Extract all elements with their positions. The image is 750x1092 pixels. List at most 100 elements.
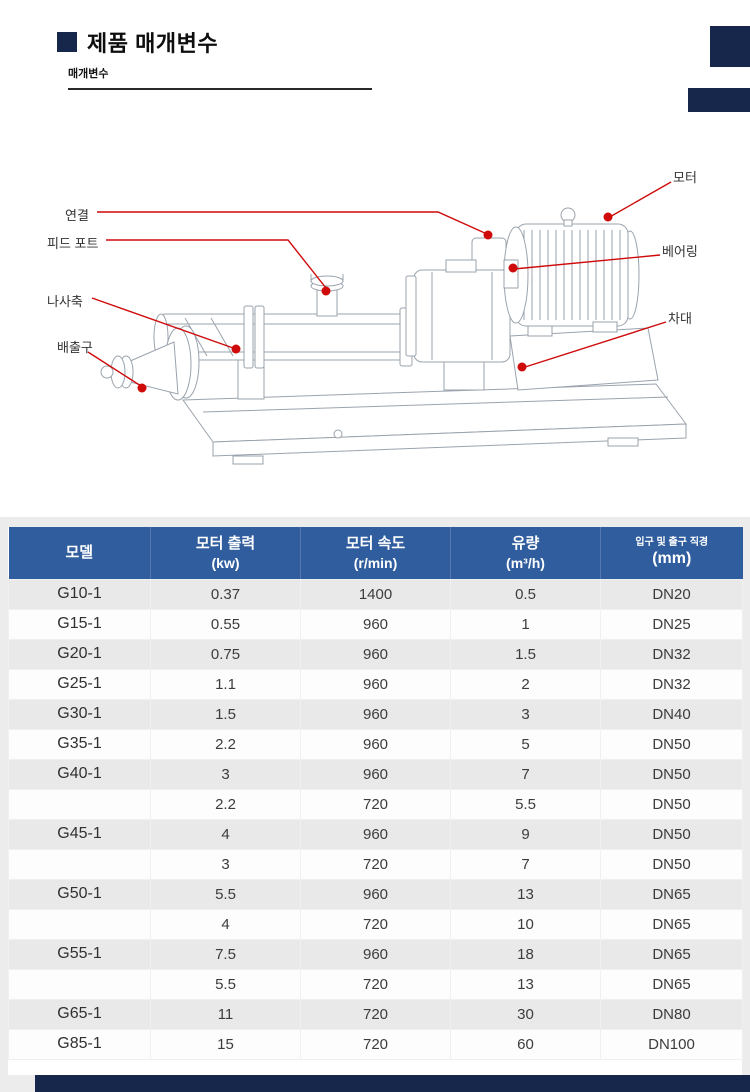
cell-diameter: DN50: [600, 758, 743, 790]
cell-flow: 7: [450, 758, 601, 790]
cell-flow: 13: [450, 968, 601, 1000]
cell-power: 4: [150, 818, 301, 850]
cell-power: 2.2: [150, 788, 301, 820]
col-header-flow: 유량 (m³/h): [450, 527, 601, 579]
cell-diameter: DN65: [600, 908, 743, 940]
cell-diameter: DN50: [600, 848, 743, 880]
cell-speed: 960: [300, 728, 451, 760]
pump-illustration: [87, 181, 687, 465]
callout-label-bearing: 베어링: [662, 244, 698, 259]
cell-speed: 960: [300, 818, 451, 850]
title-square-decoration: [57, 32, 77, 52]
cell-power: 2.2: [150, 728, 301, 760]
cell-diameter: DN50: [600, 728, 743, 760]
cell-diameter: DN100: [600, 1028, 743, 1060]
cell-flow: 5: [450, 728, 601, 760]
callout-label-screw-shaft: 나사축: [47, 294, 83, 309]
col-header-speed-label: 모터 속도: [345, 534, 406, 552]
col-header-flow-unit: (m³/h): [506, 554, 545, 571]
cell-power: 0.55: [150, 608, 301, 640]
col-header-power-unit: (kw): [211, 554, 240, 571]
cell-model: [8, 848, 151, 880]
decor-block-top-right: [710, 26, 750, 67]
cell-model: G25-1: [8, 668, 151, 700]
cell-model: G85-1: [8, 1028, 151, 1060]
title-row: 제품 매개변수: [57, 26, 218, 58]
cell-speed: 960: [300, 698, 451, 730]
cell-flow: 60: [450, 1028, 601, 1060]
cell-diameter: DN32: [600, 668, 743, 700]
cell-diameter: DN65: [600, 968, 743, 1000]
col-header-speed: 모터 속도 (r/min): [300, 527, 451, 579]
col-header-model-label: 모델: [65, 543, 94, 561]
spec-table: 모델 모터 출력 (kw) 모터 속도 (r/min) 유량 (m³/h): [8, 527, 743, 1060]
col-header-diameter-unit: (mm): [652, 550, 692, 568]
callout-label-feed-port: 피드 포트: [47, 236, 99, 251]
callout-label-outlet: 배출구: [57, 340, 93, 355]
callout-dots: [137, 212, 613, 393]
cell-flow: 13: [450, 878, 601, 910]
cell-power: 3: [150, 848, 301, 880]
cell-power: 0.37: [150, 578, 301, 610]
col-header-power: 모터 출력 (kw): [150, 527, 301, 579]
cell-flow: 1: [450, 608, 601, 640]
col-header-flow-label: 유량: [511, 534, 540, 552]
cell-power: 15: [150, 1028, 301, 1060]
callout-lines: [87, 181, 672, 387]
col-header-model: 모델: [8, 527, 151, 579]
cell-flow: 0.5: [450, 578, 601, 610]
cell-model: G55-1: [8, 938, 151, 970]
cell-diameter: DN50: [600, 818, 743, 850]
cell-diameter: DN20: [600, 578, 743, 610]
cell-model: G35-1: [8, 728, 151, 760]
subtitle-underline: 매개변수: [68, 64, 372, 90]
cell-power: 5.5: [150, 968, 301, 1000]
cell-speed: 1400: [300, 578, 451, 610]
callout-label-chassis: 차대: [668, 311, 692, 326]
cell-model: G50-1: [8, 878, 151, 910]
cell-diameter: DN25: [600, 608, 743, 640]
cell-power: 4: [150, 908, 301, 940]
col-header-power-label: 모터 출력: [195, 534, 256, 552]
callout-label-motor: 모터: [673, 170, 697, 185]
cell-speed: 960: [300, 878, 451, 910]
cell-speed: 960: [300, 938, 451, 970]
cell-model: G10-1: [8, 578, 151, 610]
pump-drawing: [100, 207, 687, 465]
cell-diameter: DN65: [600, 938, 743, 970]
cell-flow: 2: [450, 668, 601, 700]
cell-model: [8, 968, 151, 1000]
cell-flow: 5.5: [450, 788, 601, 820]
pump-diagram-section: 연결 피드 포트 나사축 배출구 모터 베어링 차대: [0, 112, 750, 517]
cell-model: G40-1: [8, 758, 151, 790]
cell-diameter: DN40: [600, 698, 743, 730]
decor-block-right: [688, 88, 750, 112]
cell-diameter: DN32: [600, 638, 743, 670]
cell-speed: 960: [300, 758, 451, 790]
col-header-speed-unit: (r/min): [353, 554, 398, 571]
cell-speed: 720: [300, 998, 451, 1030]
cell-power: 3: [150, 758, 301, 790]
cell-model: G65-1: [8, 998, 151, 1030]
cell-flow: 18: [450, 938, 601, 970]
cell-model: [8, 788, 151, 820]
cell-diameter: DN50: [600, 788, 743, 820]
spec-table-section: 모델 모터 출력 (kw) 모터 속도 (r/min) 유량 (m³/h): [8, 527, 743, 1075]
cell-diameter: DN80: [600, 998, 743, 1030]
cell-speed: 720: [300, 968, 451, 1000]
bottom-decor-bar: [35, 1075, 750, 1092]
